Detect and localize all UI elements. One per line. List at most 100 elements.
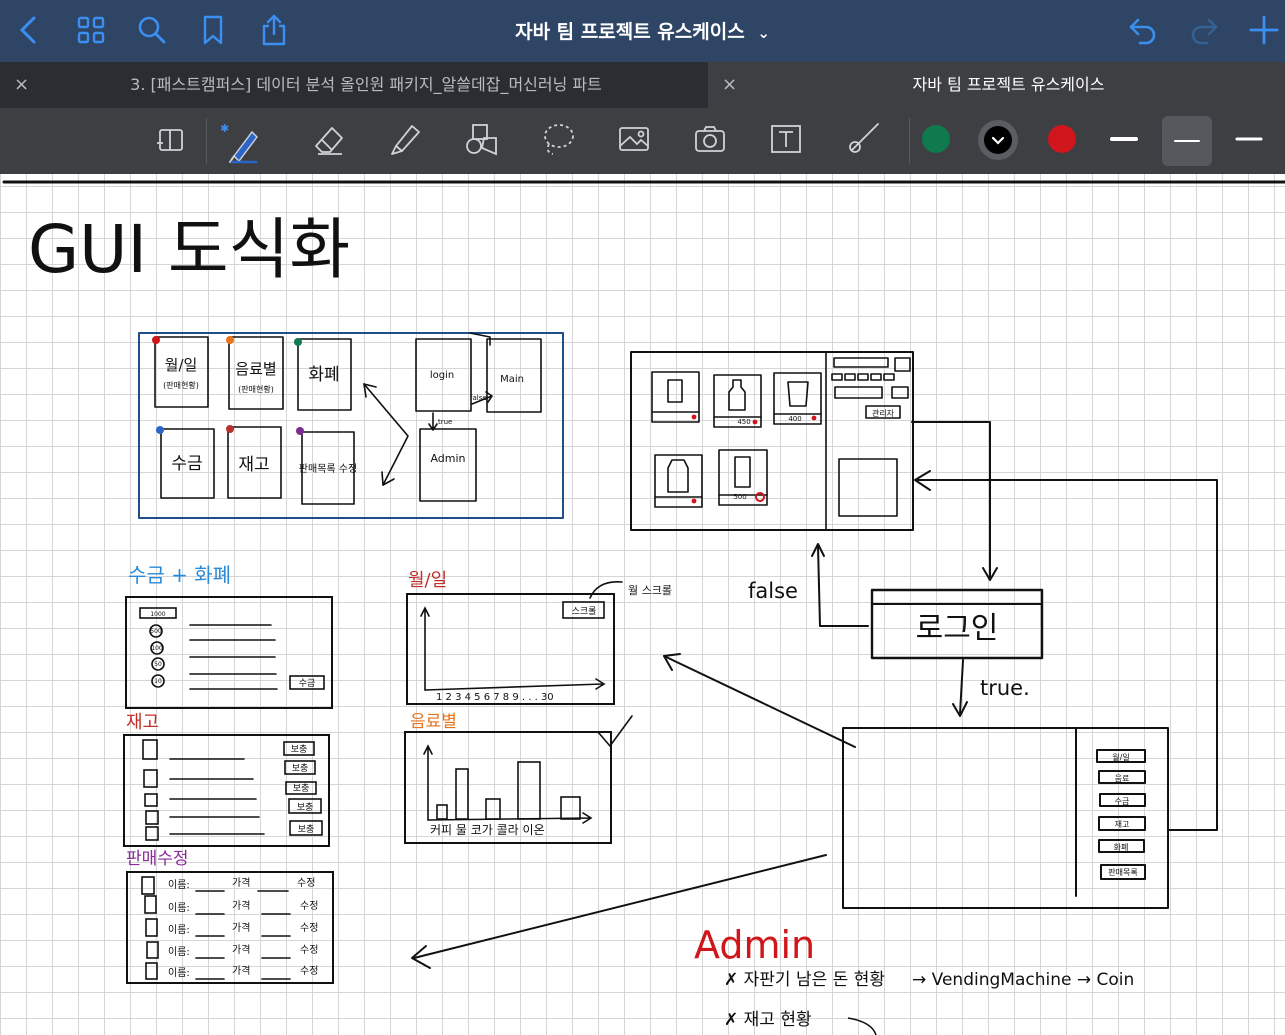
sketch-label-admin: Admin — [430, 452, 465, 465]
coin-value-50: 50 — [154, 661, 162, 668]
refill-button-1: 보충 — [291, 744, 308, 755]
sales-row-3-name: 이름: — [168, 924, 190, 936]
document-title-text: 자바 팀 프로젝트 유스케이스 — [515, 21, 745, 43]
sales-row-1-edit: 수정 — [297, 877, 315, 889]
sales-edit-heading: 판매수정 — [126, 849, 189, 869]
sketch-label-login: login — [430, 370, 454, 381]
toolbar-separator — [909, 118, 910, 164]
sales-row-5-edit: 수정 — [300, 965, 318, 977]
sales-row-5-name: 이름: — [168, 967, 190, 979]
price-label-450: 450 — [737, 418, 750, 426]
sales-row-4-price: 가격 — [232, 943, 250, 956]
redo-icon[interactable] — [1187, 13, 1221, 47]
true-branch-label: true. — [980, 676, 1030, 700]
refill-button-4: 보충 — [297, 802, 314, 813]
price-label-400: 400 — [788, 415, 801, 423]
sales-row-2-name: 이름: — [168, 902, 190, 914]
color-swatch-black-selected[interactable] — [977, 119, 1019, 161]
svg-text:✱: ✱ — [220, 122, 229, 135]
document-title[interactable]: 자바 팀 프로젝트 유스케이스 ⌄ — [0, 17, 1285, 44]
admin-menu-item-6: 판매목록 — [1108, 868, 1137, 877]
sketch-label-by-drink: 음료별 — [235, 360, 276, 378]
coin-value-500: 500 — [150, 628, 162, 635]
drawing-toolbar: ✱ — [0, 108, 1285, 174]
color-swatch-red[interactable] — [1045, 122, 1079, 156]
sales-row-4-edit: 수정 — [300, 944, 318, 956]
scroll-button-label: 스크롤 — [572, 606, 597, 617]
sketch-note-monthly: (판매현황) — [163, 380, 199, 390]
admin-menu-item-4: 재고 — [1115, 820, 1130, 829]
sketch-label-sales-edit: 판매목록 수정 — [299, 463, 357, 475]
login-box-label: 로그인 — [916, 611, 999, 646]
price-label-500: 500 — [733, 493, 746, 501]
read-mode-icon[interactable] — [154, 122, 188, 156]
tab-java-usecase[interactable]: × 자바 팀 프로젝트 유스케이스 — [708, 62, 1285, 108]
by-drink-chart-heading: 음료별 — [410, 712, 457, 732]
text-tool-icon[interactable] — [769, 122, 803, 156]
sketch-label-main: Main — [500, 374, 524, 385]
lasso-tool-icon[interactable] — [541, 122, 575, 156]
shapes-tool-icon[interactable] — [464, 122, 498, 156]
bookmark-icon[interactable] — [196, 13, 230, 47]
search-icon[interactable] — [135, 13, 169, 47]
toolbar-separator — [206, 118, 207, 164]
image-tool-icon[interactable] — [617, 122, 651, 156]
title-chevron-icon[interactable]: ⌄ — [757, 24, 770, 42]
top-nav-bar: 자바 팀 프로젝트 유스케이스 ⌄ — [0, 0, 1285, 62]
manager-button-label: 관리자 — [872, 408, 895, 418]
collect-currency-heading: 수금 + 화폐 — [128, 563, 231, 587]
refill-button-5: 보충 — [298, 824, 315, 835]
handwritten-sketch: 월/일 (판매현황) 음료별 (판매현황) 화폐 수금 재고 판매목록 수정 l… — [2, 180, 1285, 1035]
sketch-label-collect: 수금 — [171, 454, 202, 474]
collect-button-label: 수금 — [299, 678, 316, 689]
stock-heading: 재고 — [126, 712, 159, 733]
monthly-x-axis-days: 1 2 3 4 5 6 7 8 9 . . . 30 — [436, 692, 554, 703]
tab-label: 3. [패스트캠퍼스] 데이터 분석 올인원 패키지_알쓸데잡_머신러닝 파트 — [130, 75, 602, 94]
refill-button-2: 보충 — [292, 763, 309, 774]
sales-row-1-name: 이름: — [168, 879, 190, 891]
note-canvas[interactable]: 월/일 (판매현황) 음료별 (판매현황) 화폐 수금 재고 판매목록 수정 l… — [0, 174, 1285, 1035]
stroke-width-medium-selected[interactable] — [1162, 116, 1212, 166]
sales-row-3-edit: 수정 — [300, 922, 318, 934]
sales-row-4-name: 이름: — [168, 946, 190, 958]
admin-menu-item-5: 화폐 — [1114, 842, 1129, 852]
grid-view-icon[interactable] — [74, 13, 108, 47]
close-tab-icon[interactable]: × — [14, 74, 30, 95]
highlighter-tool-icon[interactable] — [388, 122, 422, 156]
color-swatch-green[interactable] — [919, 122, 953, 156]
tab-fastcampus-doc[interactable]: × 3. [패스트캠퍼스] 데이터 분석 올인원 패키지_알쓸데잡_머신러닝 파… — [0, 62, 708, 108]
admin-note-money-flow: → VendingMachine → Coin — [912, 970, 1134, 990]
overview-pins — [152, 336, 304, 435]
eraser-tool-icon[interactable] — [312, 122, 346, 156]
pen-tool-icon[interactable]: ✱ — [218, 118, 264, 164]
canvas-title: GUI 도식화 — [28, 211, 350, 288]
sketch-label-false-small: false — [470, 394, 487, 402]
admin-note-stock: ✗ 재고 현황 — [724, 1010, 812, 1030]
sketch-label-true-small: true — [438, 418, 452, 426]
admin-note-money: ✗ 자판기 남은 돈 현황 — [724, 970, 885, 990]
sketch-note-by-drink: (판매현황) — [238, 384, 274, 394]
sketch-label-stock: 재고 — [238, 455, 269, 475]
sales-row-3-price: 가격 — [232, 921, 250, 934]
share-icon[interactable] — [257, 13, 291, 47]
sketch-label-monthly: 월/일 — [165, 356, 198, 374]
stroke-width-medium-icon — [1174, 140, 1200, 142]
sales-row-2-edit: 수정 — [300, 900, 318, 912]
admin-note-stock-arrow — [847, 1017, 877, 1035]
coin-value-1000: 1000 — [150, 611, 165, 618]
add-page-icon[interactable] — [1247, 13, 1281, 47]
coin-value-10: 10 — [154, 678, 162, 685]
camera-tool-icon[interactable] — [693, 122, 727, 156]
stroke-width-thick[interactable] — [1107, 122, 1141, 156]
refill-button-3: 보충 — [293, 783, 310, 794]
stroke-width-thin[interactable] — [1232, 122, 1266, 156]
admin-heading: Admin — [694, 923, 815, 967]
back-chevron-icon[interactable] — [12, 13, 46, 47]
monthly-chart-heading: 월/일 — [408, 570, 447, 591]
false-branch-label: false — [748, 579, 798, 603]
sales-row-2-price: 가격 — [232, 899, 250, 912]
laser-pointer-tool-icon[interactable] — [846, 122, 880, 156]
close-tab-icon[interactable]: × — [722, 74, 738, 95]
admin-menu-item-3: 수금 — [1115, 797, 1130, 806]
undo-icon[interactable] — [1126, 13, 1160, 47]
